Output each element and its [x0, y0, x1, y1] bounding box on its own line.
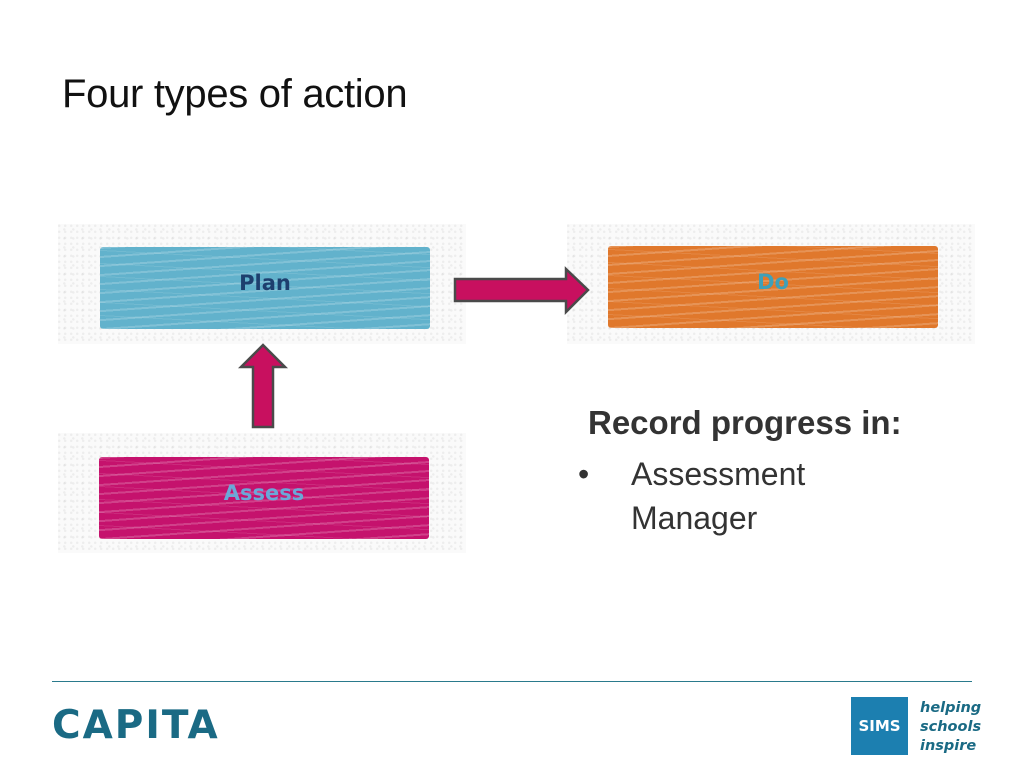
sims-tagline: helping schools inspire [920, 699, 981, 756]
sims-logo-badge: SIMS [851, 697, 908, 755]
record-progress-list: • Assessment Manager [578, 452, 871, 540]
capita-logo: CAPITA [52, 703, 220, 748]
bullet-icon: • [578, 456, 590, 492]
do-box-label: Do [757, 270, 789, 294]
tagline-line: helping [920, 700, 982, 716]
plan-box-label: Plan [239, 271, 291, 295]
plan-to-do-arrow [453, 266, 590, 316]
slide-title: Four types of action [62, 72, 408, 116]
footer-divider [52, 681, 972, 682]
assess-box: Assess [99, 457, 429, 539]
record-progress-heading: Record progress in: [588, 404, 902, 441]
do-box: Do [608, 246, 938, 328]
list-item: • Assessment Manager [578, 452, 871, 540]
tagline-line: inspire [920, 738, 977, 754]
plan-box: Plan [100, 247, 430, 329]
assess-box-label: Assess [223, 481, 305, 505]
assess-to-plan-arrow [237, 343, 289, 429]
list-item-text: Assessment Manager [631, 456, 806, 536]
tagline-line: schools [920, 719, 982, 735]
